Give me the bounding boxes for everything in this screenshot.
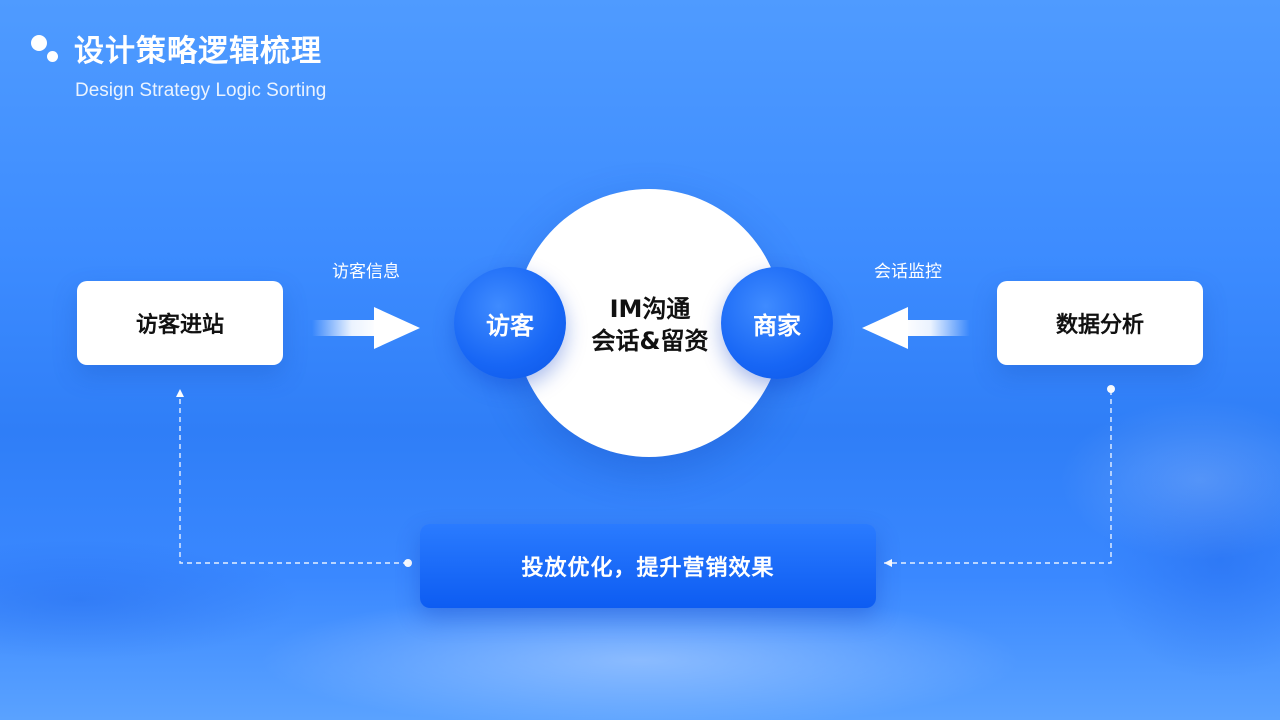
visitor-info-label: 访客信息 — [332, 262, 400, 282]
header-dots-icon — [31, 35, 63, 67]
ad-optimization-box: 投放优化，提升营销效果 — [420, 524, 876, 608]
arrow-left-icon — [862, 307, 970, 349]
im-communication-text: IM沟通 会话&留资 — [560, 290, 740, 360]
merchant-circle: 商家 — [721, 267, 833, 379]
page-subtitle: Design Strategy Logic Sorting — [75, 80, 327, 101]
visitor-entry-box: 访客进站 — [77, 281, 283, 365]
data-analysis-box: 数据分析 — [997, 281, 1203, 365]
im-line-1: IM沟通 — [609, 295, 691, 323]
im-line-2: 会话&留资 — [591, 327, 709, 355]
dot-small — [47, 51, 58, 62]
dot-large — [31, 35, 47, 51]
visitor-circle: 访客 — [454, 267, 566, 379]
session-monitor-label: 会话监控 — [874, 262, 942, 282]
arrow-right-icon — [312, 307, 420, 349]
page-title: 设计策略逻辑梳理 — [74, 34, 322, 69]
